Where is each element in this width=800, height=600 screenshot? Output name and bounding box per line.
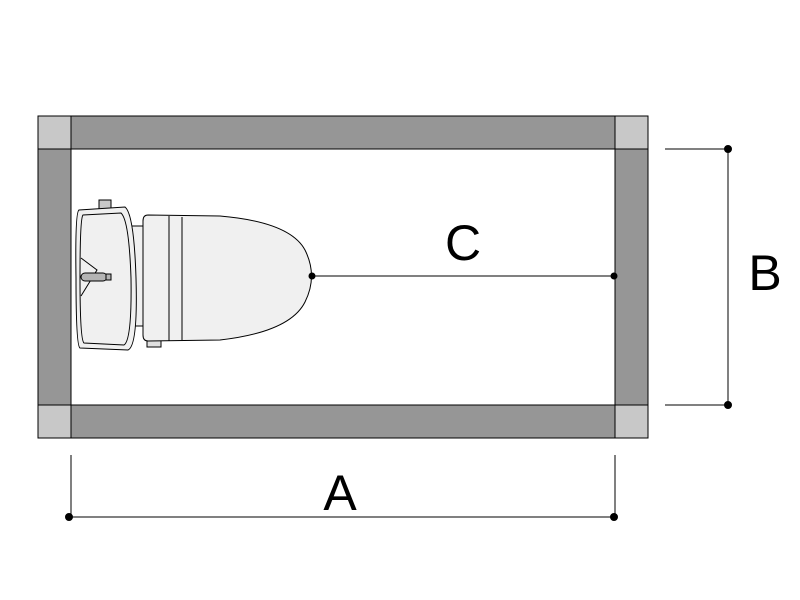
wall-right [614, 148, 649, 406]
corner-top-right [614, 115, 649, 150]
corner-bottom-right [614, 404, 649, 439]
dimension-label-c: C [445, 215, 481, 271]
corner-bottom-left [37, 404, 72, 439]
dimension-a: A [65, 455, 618, 521]
wall-left [37, 148, 72, 406]
toilet-icon [75, 199, 312, 351]
dimension-label-b: B [748, 245, 781, 301]
dimension-label-a: A [323, 465, 357, 521]
dimension-c: C [308, 215, 618, 280]
room-walls [37, 115, 649, 439]
corner-top-left [37, 115, 72, 150]
wall-bottom [70, 404, 616, 439]
wall-top [70, 115, 616, 150]
dimension-b: B [665, 145, 782, 409]
